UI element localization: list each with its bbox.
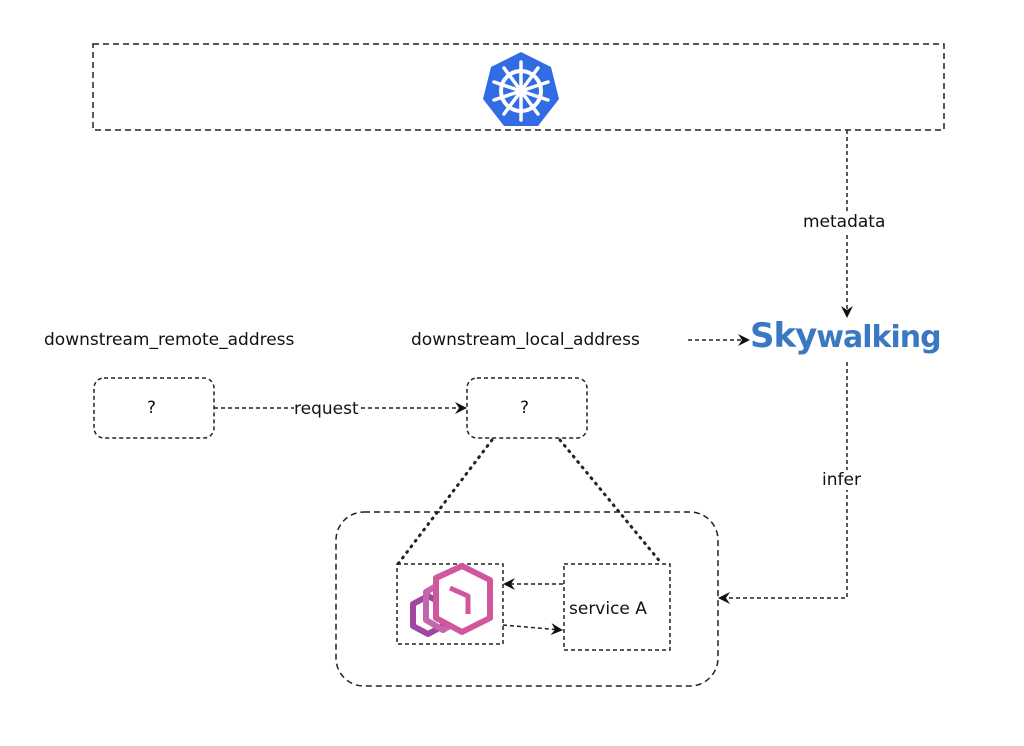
infer-arrow [718,362,848,604]
service-box [563,563,671,651]
local-address-label: downstream_local_address [411,330,640,350]
infer-label: infer [822,470,861,490]
pod-box [335,511,719,687]
envoy-box [396,563,504,645]
remote-address-label: downstream_remote_address [44,330,295,350]
service-label: service A [569,599,647,619]
envoy-to-service-arrow [502,623,563,636]
expand-line-left [396,438,494,566]
metadata-label: metadata [803,212,886,232]
local-node-label: ? [520,398,530,418]
expand-line-right [558,438,664,566]
local-node-box [466,377,588,439]
skywalking-logo-part2: walking [816,320,941,355]
skywalking-logo: Skywalking [750,316,942,356]
envoy-icon [410,563,493,637]
remote-node-label: ? [147,398,157,418]
kubernetes-icon [483,52,559,126]
skywalking-logo-part1: Sky [750,316,817,356]
kubernetes-cluster-box [92,43,945,131]
request-label: request [294,399,359,419]
